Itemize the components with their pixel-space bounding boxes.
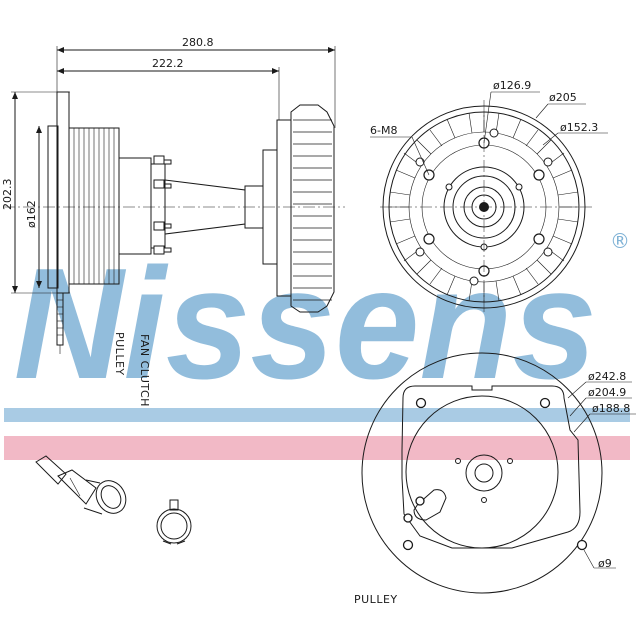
- dim-mid-diameter: ø152.3: [560, 121, 598, 134]
- front-view-dimensions: ø126.9 ø205 ø152.3 6-M8: [370, 79, 608, 176]
- dim-bolt-thread: 6-M8: [370, 124, 397, 137]
- dim-clutch-length: 222.2: [152, 57, 184, 70]
- dim-overall-length: 280.8: [182, 36, 214, 49]
- clip-part: [156, 499, 192, 545]
- dim-pulley-inner: ø188.8: [592, 402, 630, 415]
- pulley-dimensions: ø242.8 ø204.9 ø188.8 ø9: [567, 370, 636, 570]
- front-view: [380, 100, 592, 312]
- dim-pulley-outer: ø242.8: [588, 370, 626, 383]
- dim-height: 202.3: [1, 179, 14, 211]
- pulley-view: [361, 352, 603, 594]
- caption-pulley: PULLEY: [354, 593, 398, 606]
- watermark-band-blue: [4, 408, 630, 422]
- registered-mark: ®: [610, 229, 630, 253]
- connector-part: [35, 455, 127, 515]
- dim-diameter: ø162: [25, 200, 38, 228]
- watermark-band-pink: [4, 436, 630, 460]
- dim-outer-diameter: ø205: [549, 91, 577, 104]
- dim-bolt-circle: ø126.9: [493, 79, 531, 92]
- side-view-assembly: [3, 91, 345, 354]
- watermark-logo: Nissens: [14, 236, 597, 413]
- label-pulley-side: PULLEY: [113, 332, 126, 376]
- dim-hole-diameter: ø9: [598, 557, 612, 570]
- dim-pulley-mid: ø204.9: [588, 386, 626, 399]
- side-view-dimensions: 280.8 222.2 202.3 ø162: [1, 36, 336, 294]
- label-fan-clutch: FAN CLUTCH: [138, 334, 151, 407]
